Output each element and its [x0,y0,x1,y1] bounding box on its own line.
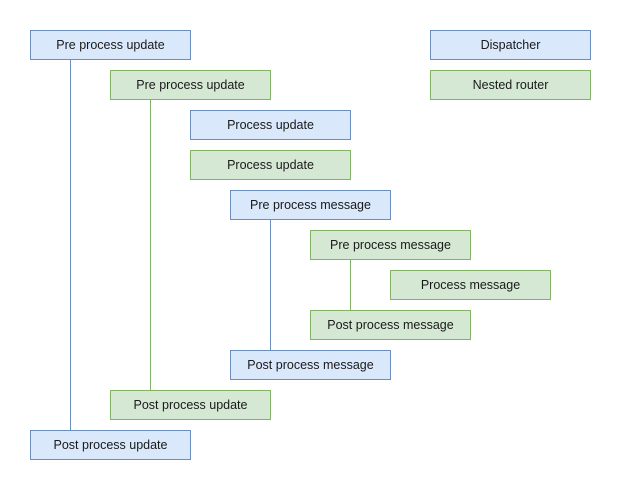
legend-label-nested-router: Nested router [472,77,549,92]
node-label: Process update [227,117,314,132]
node-label: Post process update [53,437,168,452]
legend-label-dispatcher: Dispatcher [480,37,541,52]
legend-item-nested-router[interactable]: Nested router [430,70,591,100]
node-process-update-router[interactable]: Process update [190,150,351,180]
node-post-process-message-dispatcher[interactable]: Post process message [230,350,391,380]
node-post-process-message-router[interactable]: Post process message [310,310,471,340]
node-process-message-router[interactable]: Process message [390,270,551,300]
node-pre-process-message-router[interactable]: Pre process message [310,230,471,260]
node-pre-process-update-router[interactable]: Pre process update [110,70,271,100]
node-label: Process message [420,277,521,292]
node-label: Post process message [247,357,374,372]
legend-item-dispatcher[interactable]: Dispatcher [430,30,591,60]
node-process-update-dispatcher[interactable]: Process update [190,110,351,140]
connector-dispatcher-inner [270,220,271,351]
node-pre-process-update-dispatcher[interactable]: Pre process update [30,30,191,60]
connector-router-inner [350,260,351,311]
node-post-process-update-router[interactable]: Post process update [110,390,271,420]
node-label: Pre process message [330,237,451,252]
node-label: Pre process update [56,37,165,52]
node-pre-process-message-dispatcher[interactable]: Pre process message [230,190,391,220]
node-label: Post process message [327,317,454,332]
node-label: Pre process message [250,197,371,212]
connector-router-outer [150,100,151,391]
connector-dispatcher-outer [70,60,71,431]
node-label: Process update [227,157,314,172]
node-post-process-update-dispatcher[interactable]: Post process update [30,430,191,460]
node-label: Post process update [133,397,248,412]
node-label: Pre process update [136,77,245,92]
